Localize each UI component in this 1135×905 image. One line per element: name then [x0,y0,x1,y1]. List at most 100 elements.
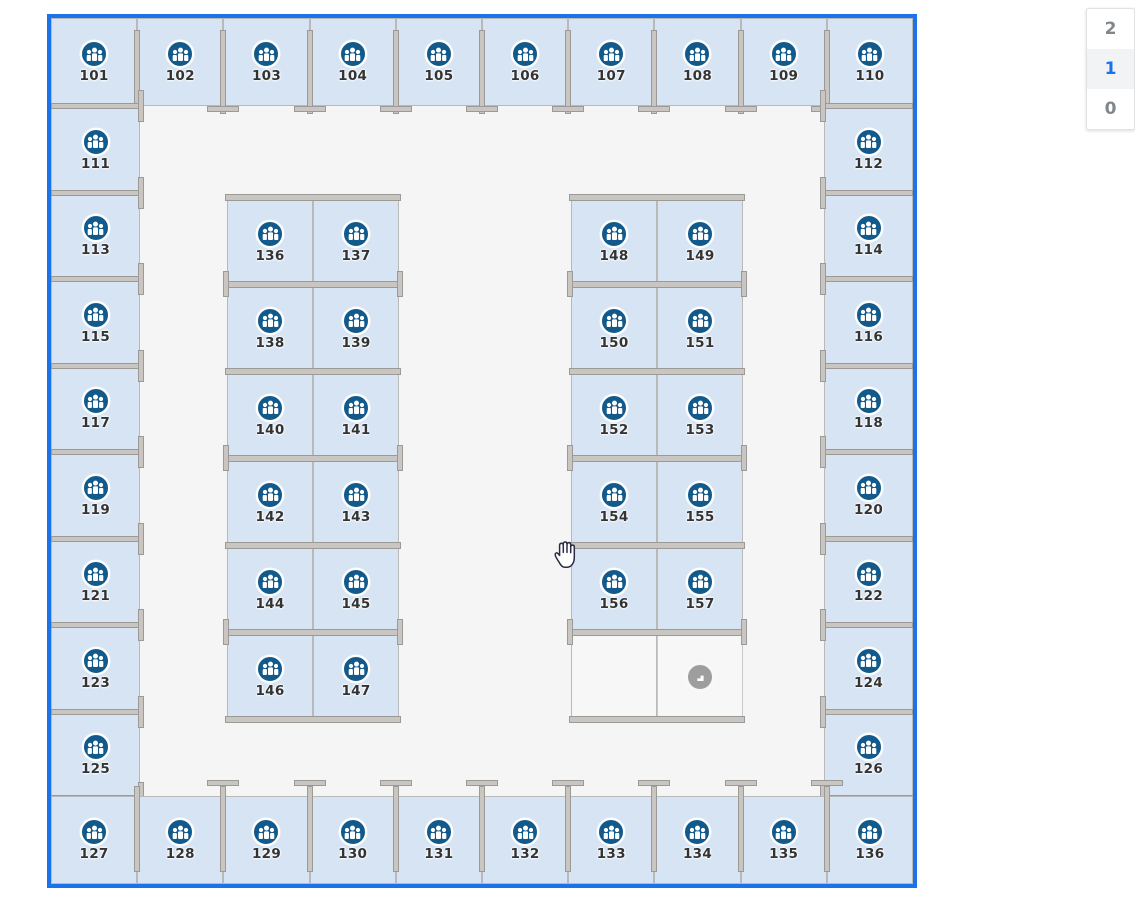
stairs-icon [686,662,714,691]
floor-item-0[interactable]: 0 [1087,89,1134,129]
group-people-icon [854,214,883,242]
room-101[interactable]: 101 [51,18,138,106]
room-132[interactable]: 132 [482,796,569,884]
room-114[interactable]: 114 [824,192,913,279]
room-number-label: 136 [855,846,885,863]
room-129[interactable]: 129 [223,796,310,884]
room-115[interactable]: 115 [51,279,140,366]
wall-cap-left [138,90,144,122]
group-people-icon [854,127,883,156]
room-152[interactable]: 152 [571,372,657,459]
room-number-label: 132 [510,846,540,863]
room-150[interactable]: 150 [571,285,657,372]
room-116[interactable]: 116 [824,279,913,366]
room-number-label: 147 [341,682,371,699]
room-148[interactable]: 148 [571,198,657,285]
room-109[interactable]: 109 [740,18,827,106]
room-139[interactable]: 139 [313,285,399,372]
wall-divider-left-horizontal [51,535,143,542]
room-121[interactable]: 121 [51,538,140,625]
wall-cap-bottom [466,780,498,786]
room-136[interactable]: 136 [227,198,313,285]
room-136[interactable]: 136 [826,796,913,884]
room-102[interactable]: 102 [137,18,224,106]
room-number-label: 112 [853,155,884,172]
group-people-icon [855,818,884,847]
room-number-label: 109 [769,68,799,85]
room-131[interactable]: 131 [395,796,482,884]
group-people-icon [342,567,370,596]
room-138[interactable]: 138 [227,285,313,372]
room-156[interactable]: 156 [571,546,657,633]
room-vacant-10[interactable] [571,633,657,720]
room-134[interactable]: 134 [654,796,741,884]
room-145[interactable]: 145 [313,546,399,633]
room-stairwell[interactable] [657,633,743,720]
room-number-label: 146 [255,682,285,699]
room-104[interactable]: 104 [309,18,396,106]
wall-divider-bottom-vertical [651,786,658,872]
room-number-label: 129 [251,846,282,863]
room-123[interactable]: 123 [51,625,140,712]
room-119[interactable]: 119 [51,452,140,539]
wall-center-left-horizontal [225,281,401,288]
room-number-label: 135 [769,846,799,863]
room-126[interactable]: 126 [824,711,913,798]
wall-center-left-horizontal [225,194,401,201]
room-106[interactable]: 106 [482,18,569,106]
room-110[interactable]: 110 [826,18,913,106]
floor-item-2[interactable]: 2 [1087,9,1134,49]
room-122[interactable]: 122 [824,538,913,625]
room-147[interactable]: 147 [313,633,399,720]
room-128[interactable]: 128 [137,796,224,884]
floor-item-1[interactable]: 1 [1087,49,1134,89]
wall-divider-right-horizontal [821,535,913,542]
room-125[interactable]: 125 [51,711,140,798]
room-143[interactable]: 143 [313,459,399,546]
room-146[interactable]: 146 [227,633,313,720]
room-120[interactable]: 120 [824,452,913,539]
wall-cap-center-left-start [223,619,229,645]
wall-cap-top [379,106,412,112]
room-112[interactable]: 112 [824,106,913,193]
room-107[interactable]: 107 [568,18,655,106]
room-140[interactable]: 140 [227,372,313,459]
room-154[interactable]: 154 [571,459,657,546]
room-135[interactable]: 135 [740,796,827,884]
room-number-label: 120 [853,501,884,518]
room-157[interactable]: 157 [657,546,743,633]
room-113[interactable]: 113 [51,192,140,279]
wall-divider-right-horizontal [821,708,913,715]
wall-center-left-horizontal [225,716,401,723]
room-124[interactable]: 124 [824,625,913,712]
group-people-icon [854,646,883,675]
room-number-label: 141 [341,421,371,438]
room-141[interactable]: 141 [313,372,399,459]
room-133[interactable]: 133 [568,796,655,884]
room-151[interactable]: 151 [657,285,743,372]
group-people-icon [511,818,540,847]
room-108[interactable]: 108 [654,18,741,106]
room-111[interactable]: 111 [51,106,140,193]
room-127[interactable]: 127 [51,796,138,884]
group-people-icon [252,40,281,69]
room-130[interactable]: 130 [309,796,396,884]
wall-divider-bottom-vertical [220,786,227,872]
group-people-icon [256,219,284,248]
room-105[interactable]: 105 [395,18,482,106]
wall-cap-bottom [638,780,671,786]
room-117[interactable]: 117 [51,365,140,452]
room-142[interactable]: 142 [227,459,313,546]
room-149[interactable]: 149 [657,198,743,285]
room-103[interactable]: 103 [223,18,310,106]
room-155[interactable]: 155 [657,459,743,546]
room-153[interactable]: 153 [657,372,743,459]
room-118[interactable]: 118 [824,365,913,452]
room-144[interactable]: 144 [227,546,313,633]
group-people-icon [424,818,453,847]
room-137[interactable]: 137 [313,198,399,285]
group-people-icon [600,306,628,335]
wall-cap-right [820,176,826,209]
